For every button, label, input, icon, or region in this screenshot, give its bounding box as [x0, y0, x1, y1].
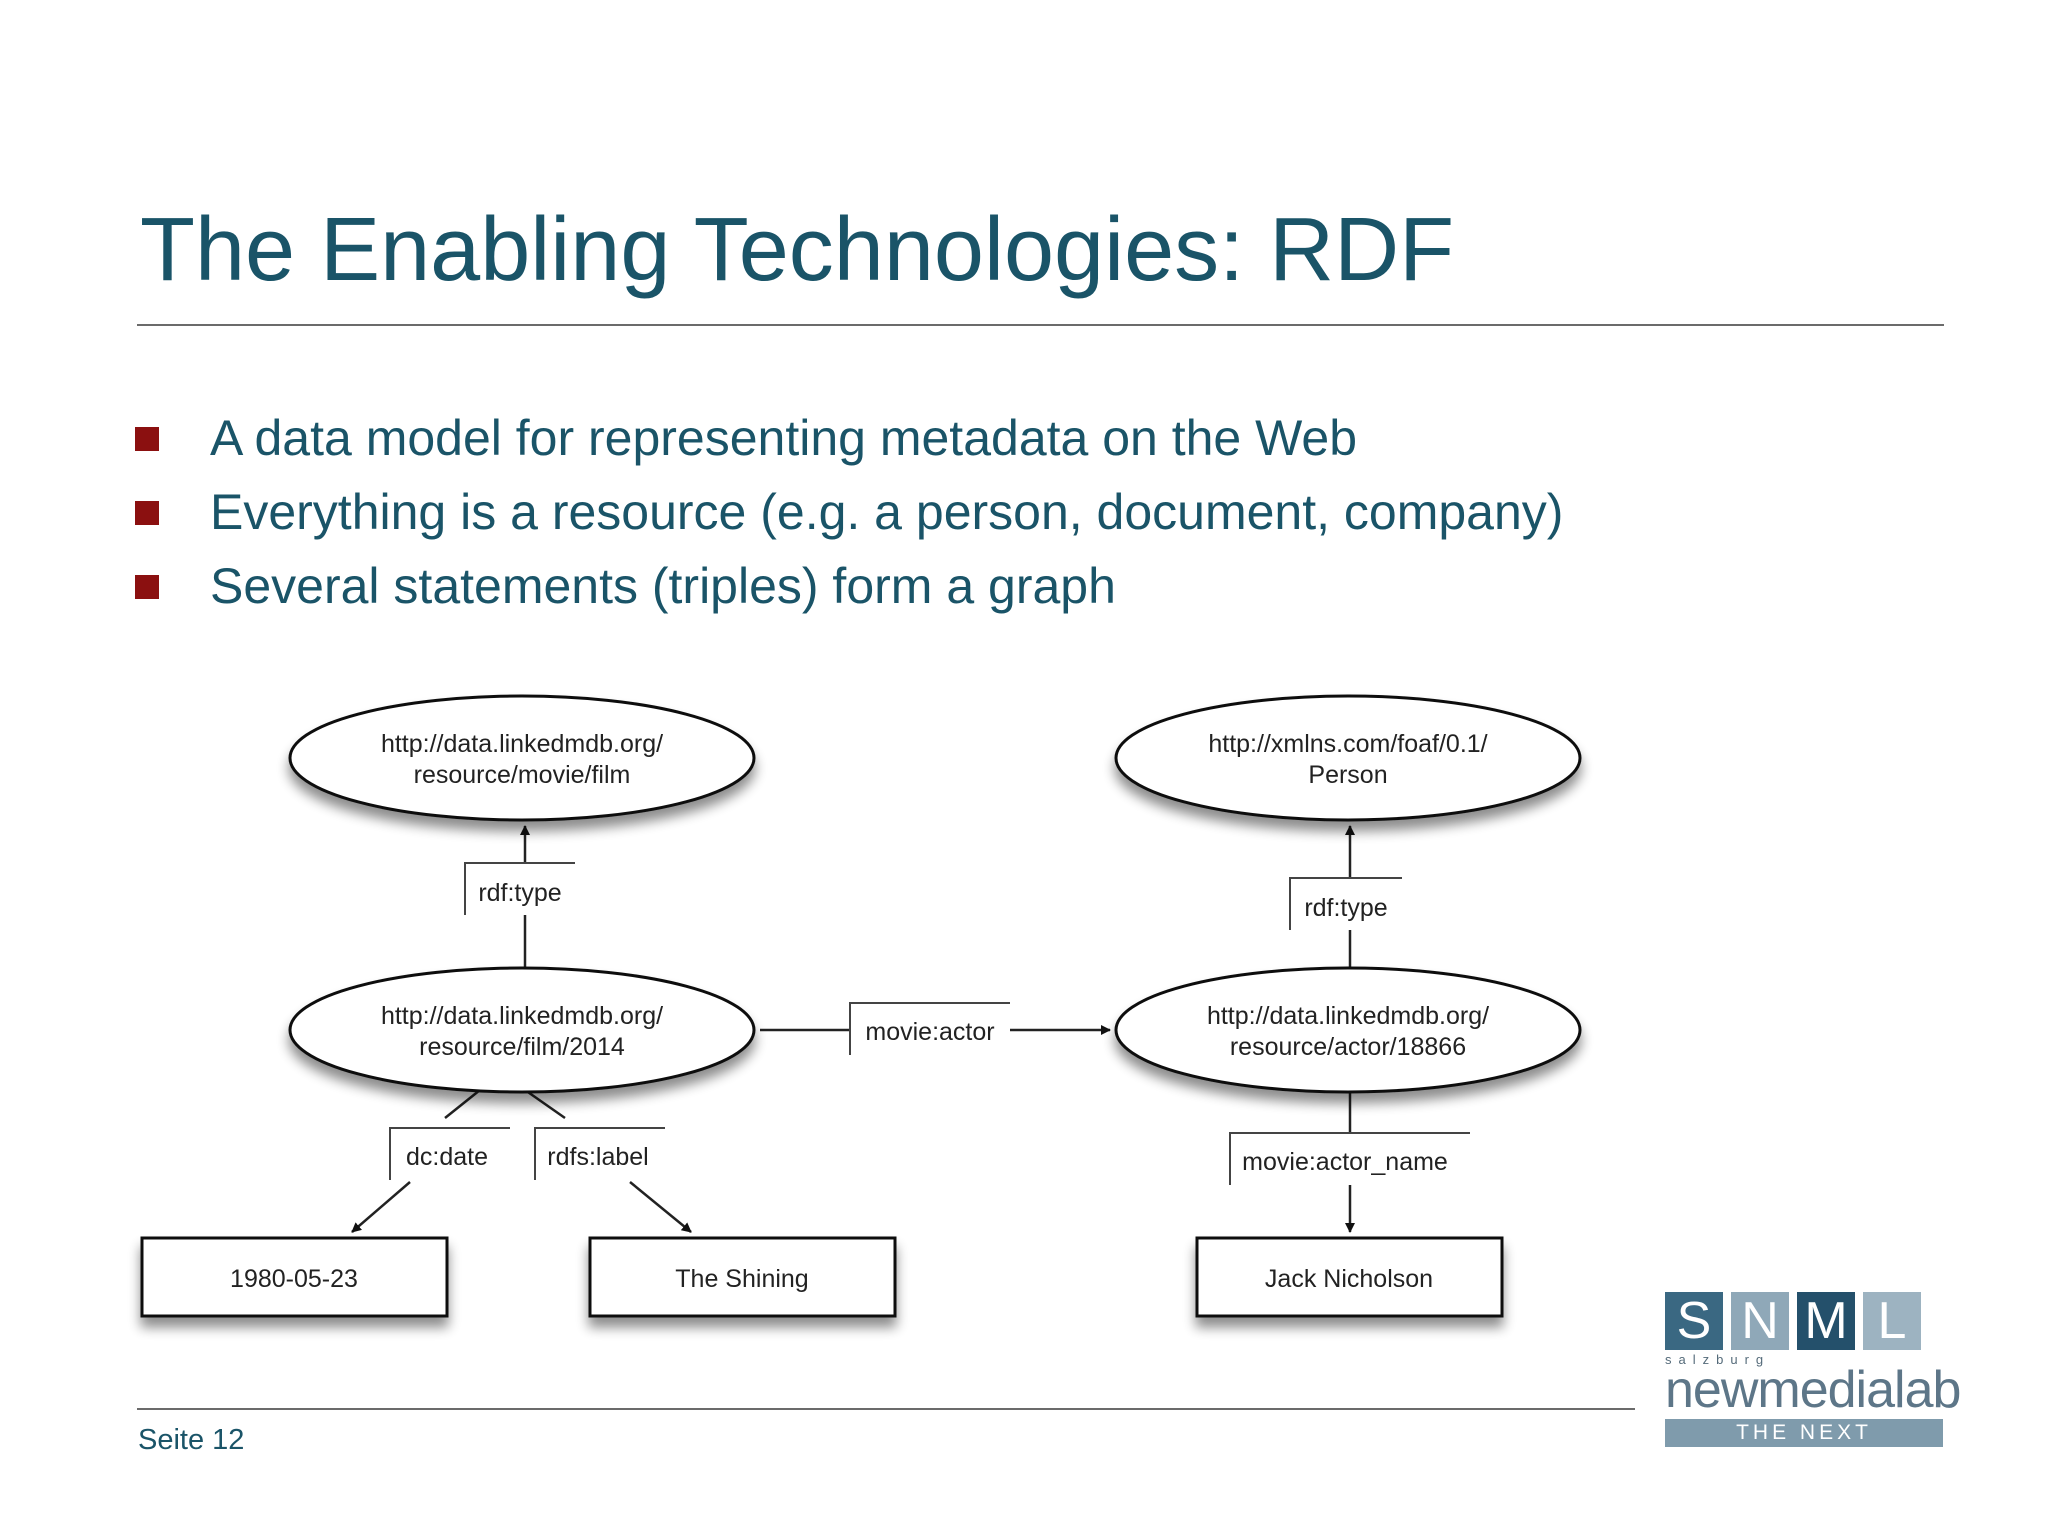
node-text: Jack Nicholson — [1265, 1265, 1433, 1293]
node-actor-18866: http://data.linkedmdb.org/ resource/acto… — [1114, 966, 1582, 1094]
edge-label-text: movie:actor_name — [1242, 1148, 1448, 1176]
edge-label-text: dc:date — [406, 1143, 488, 1171]
label-movie-actor: movie:actor — [849, 1002, 1010, 1055]
bullet-item: Everything is a resource (e.g. a person,… — [135, 479, 1563, 553]
bullet-text: Everything is a resource (e.g. a person,… — [210, 484, 1564, 540]
square-bullet-icon — [135, 501, 159, 525]
node-label-literal: The Shining — [588, 1236, 897, 1318]
node-text: Person — [1308, 761, 1387, 789]
node-text: http://data.linkedmdb.org/ — [381, 1002, 663, 1030]
logo-tile-s: S — [1665, 1292, 1723, 1350]
node-text: 1980-05-23 — [230, 1265, 358, 1293]
logo-tagline: THE NEXT GENERATION — [1665, 1419, 1943, 1472]
label-rdf-type-right: rdf:type — [1289, 877, 1402, 930]
edge-label-text: movie:actor — [865, 1018, 994, 1046]
edge-dc-date — [351, 1089, 481, 1233]
edge-label-text: rdfs:label — [547, 1143, 648, 1171]
node-text: resource/actor/18866 — [1230, 1033, 1466, 1061]
logo-tiles: S N M L — [1665, 1292, 1945, 1350]
node-text: http://data.linkedmdb.org/ — [381, 730, 663, 758]
node-text: resource/film/2014 — [419, 1033, 625, 1061]
logo-subbrand: salzburg — [1665, 1352, 1771, 1367]
label-dc-date: dc:date — [389, 1127, 510, 1180]
edge-label-text: rdf:type — [478, 879, 561, 907]
rdf-graph-diagram: rdf:type rdf:type movie:actor dc:date rd… — [140, 694, 1582, 1318]
node-text: http://data.linkedmdb.org/ — [1207, 1002, 1489, 1030]
node-text: The Shining — [675, 1265, 808, 1293]
page-number: Seite 12 — [138, 1424, 245, 1456]
bullet-item: A data model for representing metadata o… — [135, 405, 1563, 479]
node-person-class: http://xmlns.com/foaf/0.1/ Person — [1114, 694, 1582, 822]
label-actor-name: movie:actor_name — [1229, 1132, 1470, 1185]
snml-logo: S N M L salzburg newmedialab THE NEXT GE… — [1665, 1292, 1961, 1472]
slide-title: The Enabling Technologies: RDF — [140, 200, 1455, 300]
logo-brand: newmedialab — [1665, 1361, 1961, 1419]
node-date-literal: 1980-05-23 — [140, 1236, 449, 1318]
edge-label-text: rdf:type — [1304, 894, 1387, 922]
node-text: resource/movie/film — [414, 761, 631, 789]
label-rdfs-label: rdfs:label — [534, 1127, 665, 1180]
logo-tile-n: N — [1731, 1292, 1789, 1350]
square-bullet-icon — [135, 427, 159, 451]
edge-rdfs-label — [524, 1088, 692, 1233]
logo-tile-m: M — [1797, 1292, 1855, 1350]
node-text: http://xmlns.com/foaf/0.1/ — [1208, 730, 1487, 758]
node-film-2014: http://data.linkedmdb.org/ resource/film… — [288, 966, 756, 1094]
bullet-text: A data model for representing metadata o… — [210, 410, 1358, 466]
bullet-text: Several statements (triples) form a grap… — [210, 558, 1116, 614]
bullet-item: Several statements (triples) form a grap… — [135, 553, 1563, 627]
square-bullet-icon — [135, 575, 159, 599]
node-name-literal: Jack Nicholson — [1195, 1236, 1504, 1318]
node-film-class: http://data.linkedmdb.org/ resource/movi… — [288, 694, 756, 822]
bullet-list: A data model for representing metadata o… — [135, 405, 1563, 627]
footer-divider — [137, 1408, 1635, 1410]
logo-tile-l: L — [1863, 1292, 1921, 1350]
title-divider — [137, 324, 1944, 326]
label-rdf-type-left: rdf:type — [464, 862, 575, 915]
